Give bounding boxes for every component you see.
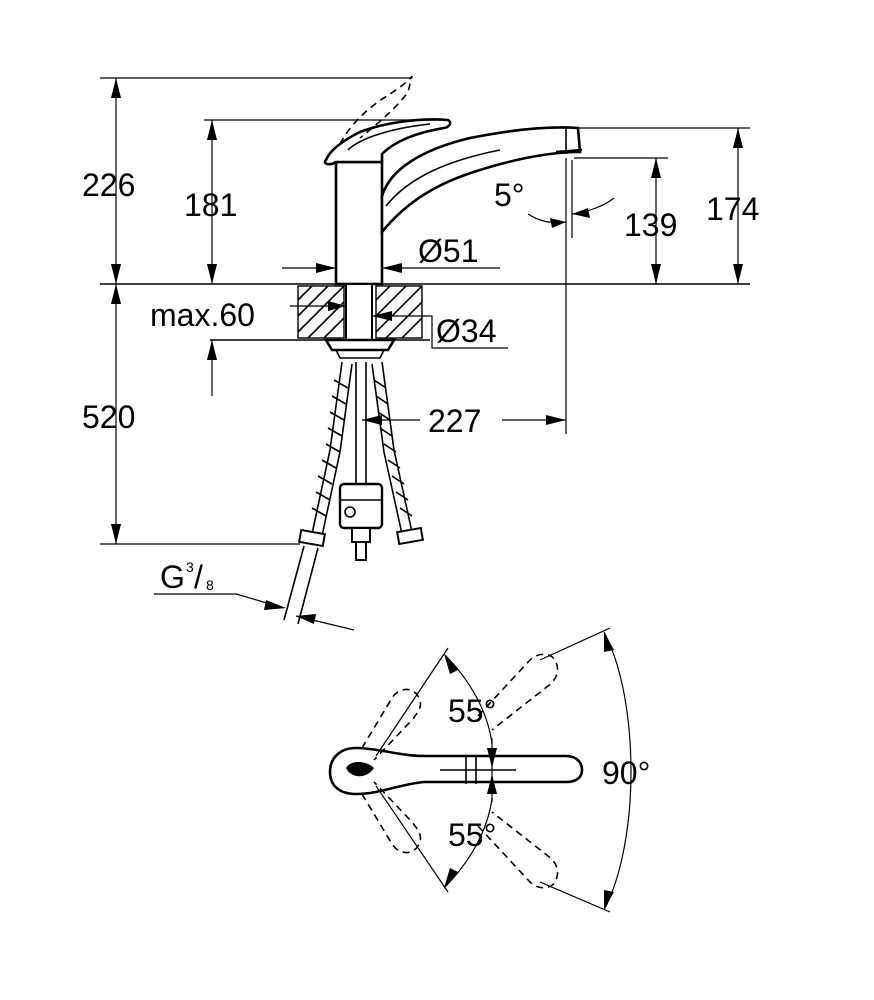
dim-181: 181 [184, 119, 440, 284]
dim-5-degree: 5° [494, 158, 615, 268]
dim-label-181: 181 [184, 187, 237, 223]
dim-label-227: 227 [428, 403, 481, 439]
dim-label-d51: Ø51 [418, 233, 478, 269]
dim-d51: Ø51 [282, 233, 500, 273]
dim-label-520: 520 [82, 399, 135, 435]
faucet-side-view [323, 75, 583, 359]
handle-top-view: 55° 55° 90° [328, 627, 650, 913]
dim-139: 139 [574, 157, 677, 284]
fraction-slash: / [194, 559, 203, 595]
angle-label-90: 90° [602, 755, 650, 791]
dim-label-max60: max.60 [150, 297, 255, 333]
dim-d34: Ø34 [372, 311, 508, 349]
dim-174: 174 [578, 127, 759, 284]
dim-label-g: G [160, 559, 185, 595]
angle-label-55-down: 55° [448, 817, 496, 853]
dim-label-226: 226 [82, 167, 135, 203]
dim-227: 227 [362, 268, 567, 439]
dim-520: 520 [82, 284, 300, 545]
countertop-section [100, 283, 750, 341]
angle-label-55-up: 55° [448, 693, 496, 729]
dim-label-5deg: 5° [494, 177, 525, 213]
dim-label-139: 139 [624, 207, 677, 243]
dim-226: 226 [82, 77, 412, 284]
dim-g38: G 3 / 8 [154, 559, 355, 631]
dim-label-g-denominator: 8 [206, 577, 214, 593]
dim-max60: max.60 [150, 297, 346, 396]
dim-label-d34: Ø34 [436, 313, 496, 349]
supply-hoses [283, 361, 425, 625]
dim-label-174: 174 [706, 191, 759, 227]
dim-label-g-numerator: 3 [186, 559, 194, 575]
